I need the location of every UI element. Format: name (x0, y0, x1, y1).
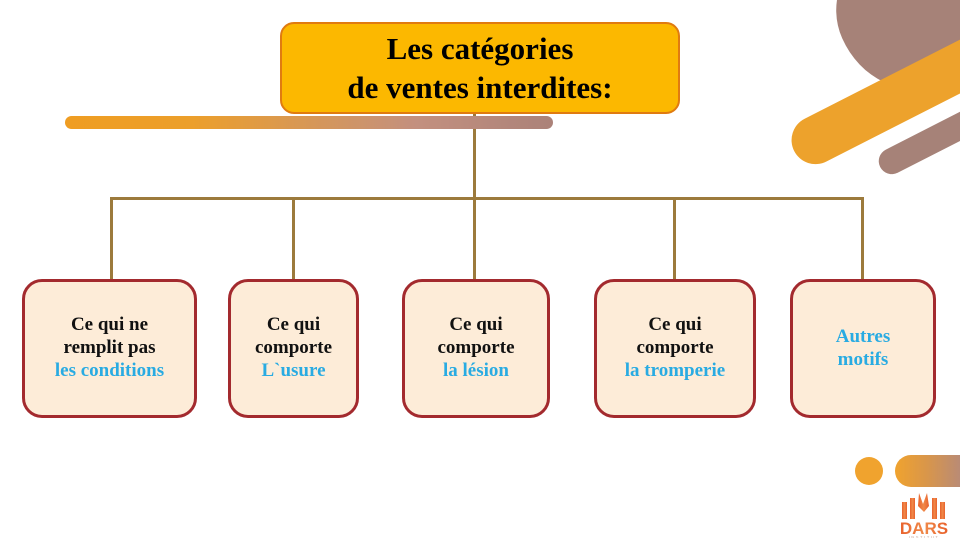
box-line: Ce qui (266, 314, 321, 336)
decoration-mauve-diagonal-bar (874, 87, 960, 179)
box-line-highlight: L`usure (261, 359, 326, 381)
box-line: Ce qui (449, 314, 503, 336)
decoration-orange-circle (855, 457, 883, 485)
decoration-mauve-blob (813, 0, 960, 113)
box-line: comporte (437, 337, 515, 359)
box-line-highlight: Autres (835, 325, 891, 347)
category-box-conditions[interactable]: Ce qui ne remplit pas les conditions (22, 279, 197, 418)
title-line-2: de ventes interdites: (347, 70, 613, 105)
connector-drop-1 (110, 197, 113, 281)
decoration-orange-diagonal-bar (783, 11, 960, 173)
category-box-tromperie[interactable]: Ce qui comporte la tromperie (594, 279, 756, 418)
dars-subtitle: INSTITUT (909, 535, 940, 539)
dars-logo: DARS INSTITUT (893, 492, 955, 538)
category-box-lesion[interactable]: Ce qui comporte la lésion (402, 279, 550, 418)
box-line: Ce qui (648, 314, 702, 336)
title-line-1: Les catégories (386, 30, 574, 66)
box-line: comporte (636, 337, 714, 359)
connector-drop-3 (473, 197, 476, 281)
connector-drop-5 (861, 197, 864, 281)
title-box: Les catégories de ventes interdites: (280, 22, 680, 114)
connector-drop-2 (292, 197, 295, 281)
dars-flame-icon (902, 493, 945, 519)
box-line-highlight: les conditions (54, 359, 165, 381)
box-line-highlight: la lésion (443, 359, 509, 381)
box-line-highlight: motifs (837, 348, 889, 370)
title-underline-bar (65, 116, 553, 129)
decoration-gradient-pill (895, 455, 960, 487)
box-line: comporte (254, 337, 333, 359)
connector-horizontal-rail (110, 197, 864, 200)
box-line-highlight: la tromperie (624, 359, 726, 381)
dars-wordmark: DARS (900, 519, 948, 538)
connector-drop-4 (673, 197, 676, 281)
box-line: Ce qui ne (70, 314, 149, 336)
category-box-usure[interactable]: Ce qui comporte L`usure (228, 279, 359, 418)
category-box-autres-motifs[interactable]: Autres motifs (790, 279, 936, 418)
box-line: remplit pas (63, 337, 156, 359)
